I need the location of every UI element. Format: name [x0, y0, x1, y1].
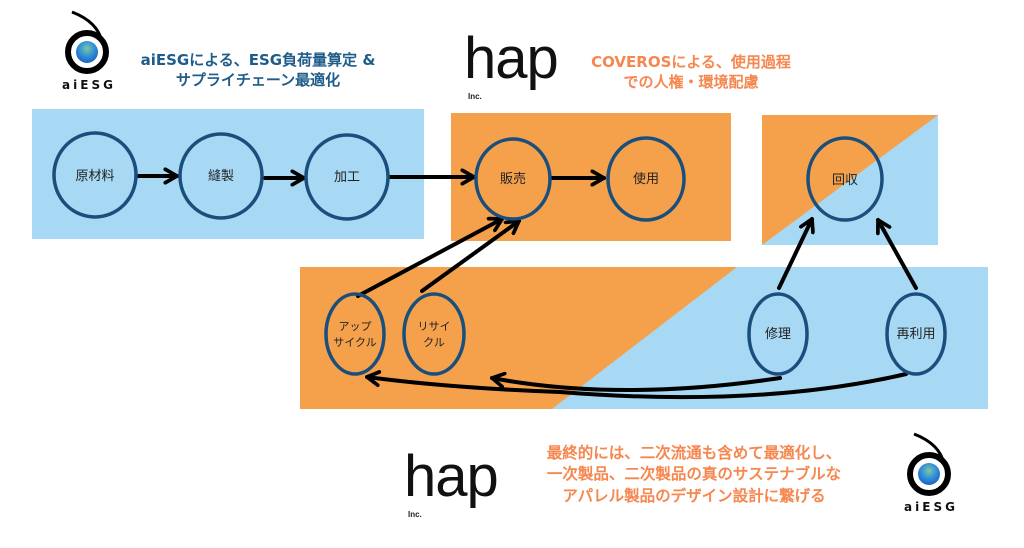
- node-processing: [304, 133, 390, 221]
- arrow-recycle-to-sales: [420, 219, 521, 293]
- edges: [136, 176, 918, 400]
- node-recycle: [402, 292, 466, 376]
- aiesg-wordmark: aiESG: [904, 500, 958, 514]
- heading-conclusion-line-1: 最終的には、二次流通も含めて最適化し、: [546, 444, 842, 462]
- node-label-reuse: 再利用: [896, 327, 935, 342]
- node-use: [606, 136, 686, 222]
- arrow-reuse-to-upcycle: [365, 374, 908, 400]
- heading-conclusion: 最終的には、二次流通も含めて最適化し、 一次製品、二次製品の真のサステナブルな …: [504, 443, 884, 507]
- hap-inc-label: Inc.: [408, 510, 422, 519]
- node-label-sales: 販売: [500, 171, 526, 187]
- arrow-repair-to-collection: [777, 217, 812, 290]
- heading-aiesg-line-2: サプライチェーン最適化: [175, 71, 341, 90]
- node-label-processing: 加工: [334, 170, 360, 185]
- hap-wordmark: hap: [464, 26, 559, 91]
- aiesg-logo-top: aiESG: [58, 6, 118, 96]
- node-label-repair: 修理: [765, 327, 791, 342]
- node-upcycle: [324, 292, 386, 376]
- node-label-recycle-1: リサイ: [418, 320, 451, 333]
- hap-inc-label: Inc.: [468, 92, 482, 101]
- node-reuse: [885, 292, 947, 376]
- heading-coveros: COVEROSによる、使用過程 での人権・環境配慮: [566, 52, 816, 93]
- heading-coveros-line-2: での人権・環境配慮: [623, 73, 759, 92]
- region-collection: [762, 115, 938, 245]
- node-label-upcycle-2: サイクル: [333, 336, 376, 349]
- node-label-raw-material: 原材料: [75, 169, 114, 184]
- node-label-use: 使用: [633, 171, 659, 187]
- hap-logo-bottom: hap Inc.: [404, 444, 504, 520]
- aiesg-logo-bottom: aiESG: [900, 428, 960, 518]
- arrow-repair-to-recycle: [490, 378, 782, 392]
- node-collection: [806, 136, 884, 222]
- aiesg-swirl-icon: [907, 432, 951, 496]
- heading-aiesg-line-1: aiESGによる、ESG負荷量算定 &: [140, 51, 376, 69]
- node-label-collection: 回収: [832, 173, 858, 188]
- heading-coveros-line-1: COVEROSによる、使用過程: [591, 53, 791, 71]
- region-secondary-distribution: [300, 267, 988, 409]
- arrow-upcycle-to-sales: [356, 219, 504, 298]
- node-sales: [474, 137, 552, 221]
- heading-conclusion-line-2: 一次製品、二次製品の真のサステナブルな: [546, 465, 842, 484]
- aiesg-swirl-icon: [65, 10, 109, 74]
- node-raw-material: [52, 131, 138, 219]
- hap-logo-top: hap Inc.: [464, 26, 564, 102]
- aiesg-wordmark: aiESG: [62, 78, 116, 92]
- heading-conclusion-line-3: アパレル製品のデザイン設計に繋げる: [562, 486, 826, 505]
- hap-wordmark: hap: [404, 444, 499, 509]
- node-repair: [747, 292, 809, 376]
- node-label-recycle-2: クル: [423, 336, 445, 349]
- arrow-reuse-to-collection: [876, 218, 918, 290]
- node-sewing: [178, 132, 264, 220]
- heading-aiesg: aiESGによる、ESG負荷量算定 & サプライチェーン最適化: [128, 50, 388, 91]
- node-label-sewing: 縫製: [208, 169, 234, 184]
- node-label-upcycle-1: アップ: [339, 320, 372, 333]
